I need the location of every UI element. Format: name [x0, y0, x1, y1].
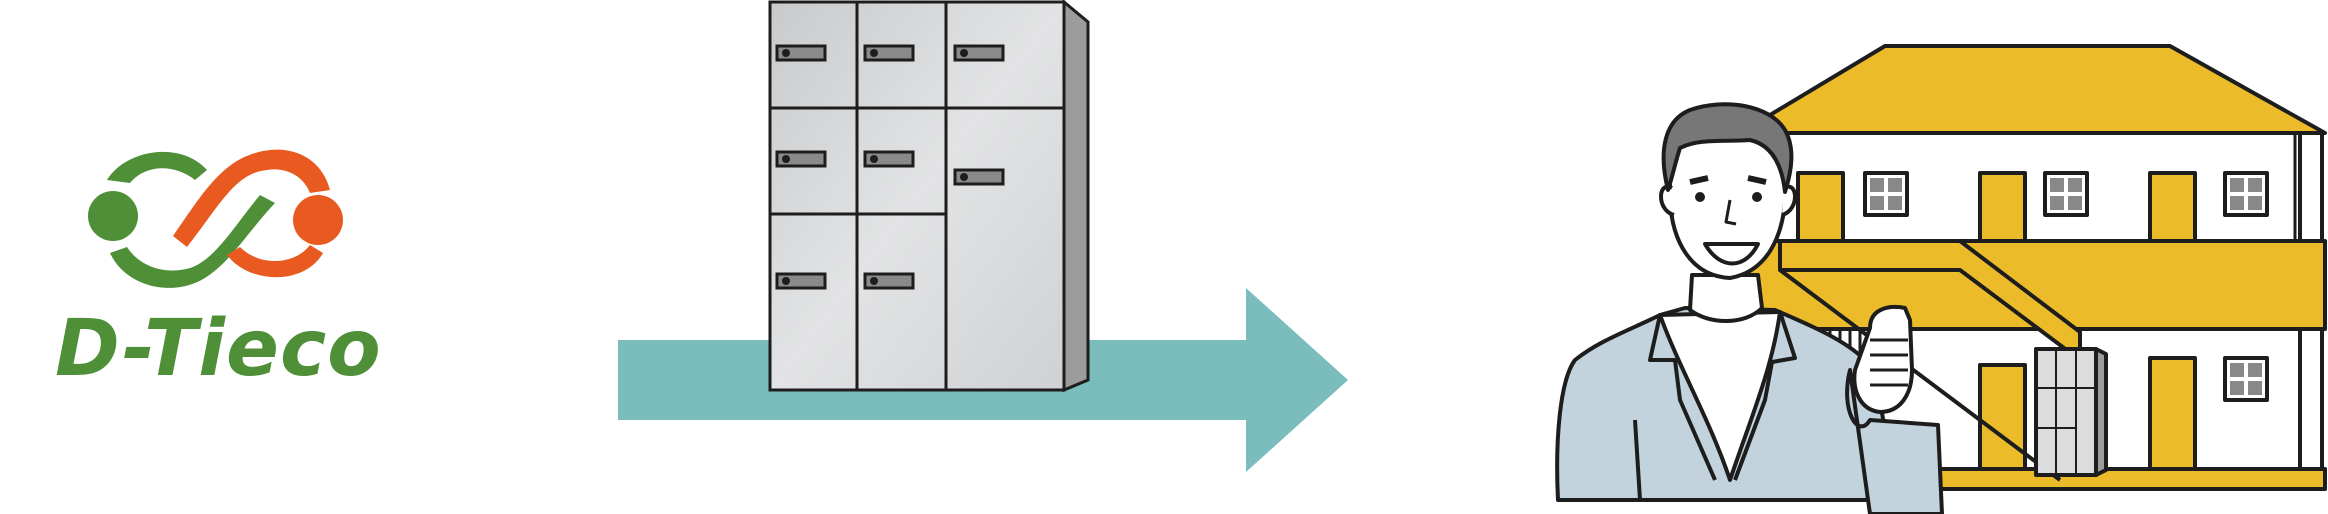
logo-orange-dot [293, 195, 343, 245]
logo-orange-bottom-arc [227, 245, 323, 278]
delivery-locker-icon [768, 0, 1090, 392]
house-roof [1738, 44, 2327, 135]
d-tieco-logo: D-Tieco [55, 135, 385, 395]
locker-side [1062, 0, 1090, 392]
logo-wordmark: D-Tieco [55, 310, 385, 388]
delivery-scene [1555, 44, 2327, 514]
logo-mark-icon [88, 149, 343, 288]
man-shirt [1658, 310, 1782, 482]
locker-front [768, 0, 1066, 392]
logo-orange-top-arc [173, 149, 330, 247]
logo-green-top-arc [107, 151, 207, 183]
locker-handles [775, 44, 1005, 290]
logo-green-dot [88, 191, 138, 241]
logo-wordmark-text: D-Tieco [55, 304, 382, 394]
logo-green-bottom-arc [110, 195, 275, 288]
man-thumbs-up-icon [1555, 102, 1944, 514]
man-hair [1661, 102, 1794, 194]
man-mouth [1703, 242, 1760, 266]
mini-locker [2034, 347, 2098, 477]
